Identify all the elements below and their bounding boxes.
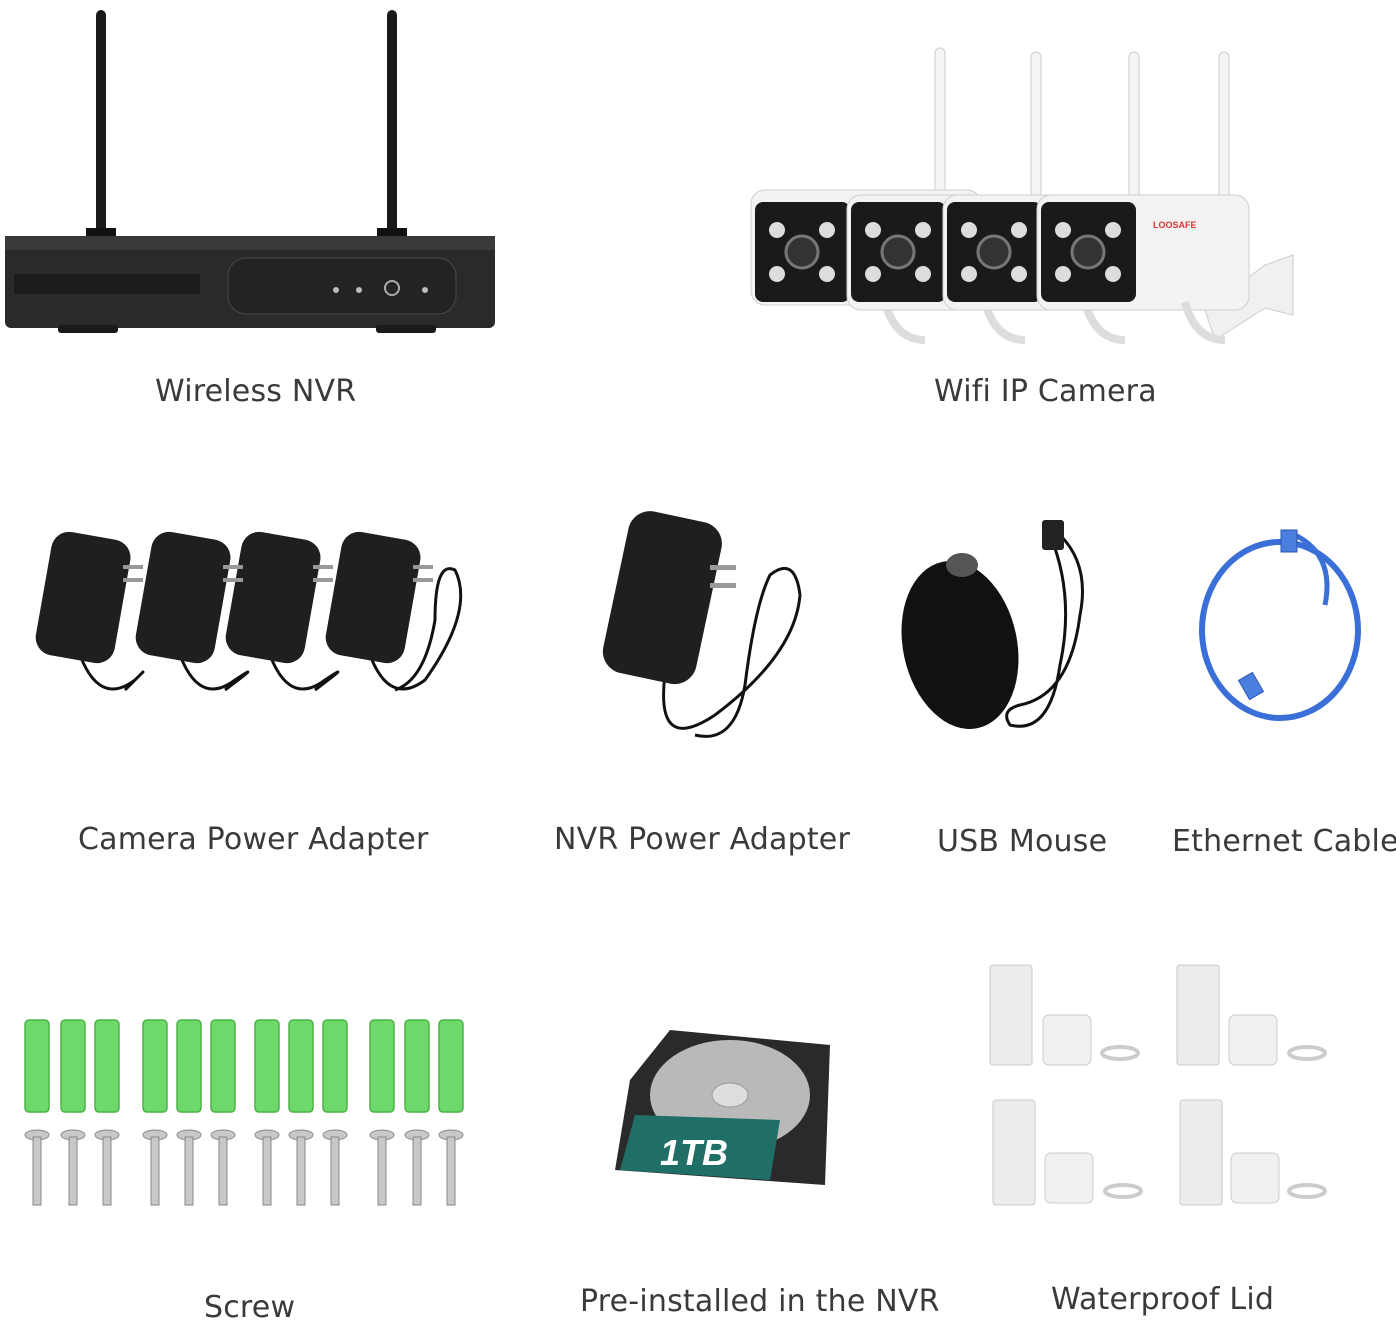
caption-pre-installed: Pre-installed in the NVR — [580, 1284, 940, 1319]
waterproof-lid-image — [989, 964, 1327, 1206]
wireless-nvr-image — [5, 10, 495, 333]
nvr-power-adapter-image — [602, 511, 802, 738]
caption-screw: Screw — [204, 1290, 296, 1325]
ethernet-cable-image — [1199, 529, 1361, 721]
hdd-capacity-text: 1TB — [660, 1132, 728, 1173]
camera-power-adapter-image — [35, 531, 463, 692]
lid-set-1 — [989, 964, 1140, 1066]
screw-image — [24, 1019, 464, 1206]
nvr-antenna-left — [96, 10, 106, 240]
wifi-ip-camera-image: LOOSAFE — [750, 47, 1294, 344]
caption-ethernet-cable: Ethernet Cable — [1172, 824, 1396, 859]
screws — [24, 1129, 464, 1206]
caption-camera-power-adapter: Camera Power Adapter — [78, 822, 429, 857]
lid-set-3 — [992, 1099, 1143, 1206]
camera-brand-text: LOOSAFE — [1153, 220, 1197, 230]
usb-mouse-image — [901, 520, 1084, 729]
lid-set-4 — [1179, 1099, 1327, 1206]
caption-waterproof-lid: Waterproof Lid — [1051, 1282, 1275, 1317]
caption-usb-mouse: USB Mouse — [937, 824, 1108, 859]
camera-unit-4: LOOSAFE — [1036, 194, 1250, 344]
caption-nvr-power-adapter: NVR Power Adapter — [554, 822, 851, 857]
hard-disk-image: 1TB — [615, 1030, 830, 1185]
wall-anchors — [24, 1019, 464, 1113]
caption-wifi-ip-camera: Wifi IP Camera — [934, 374, 1157, 409]
nvr-antenna-right — [387, 10, 397, 240]
lid-set-2 — [1176, 964, 1327, 1066]
caption-wireless-nvr: Wireless NVR — [155, 374, 357, 409]
